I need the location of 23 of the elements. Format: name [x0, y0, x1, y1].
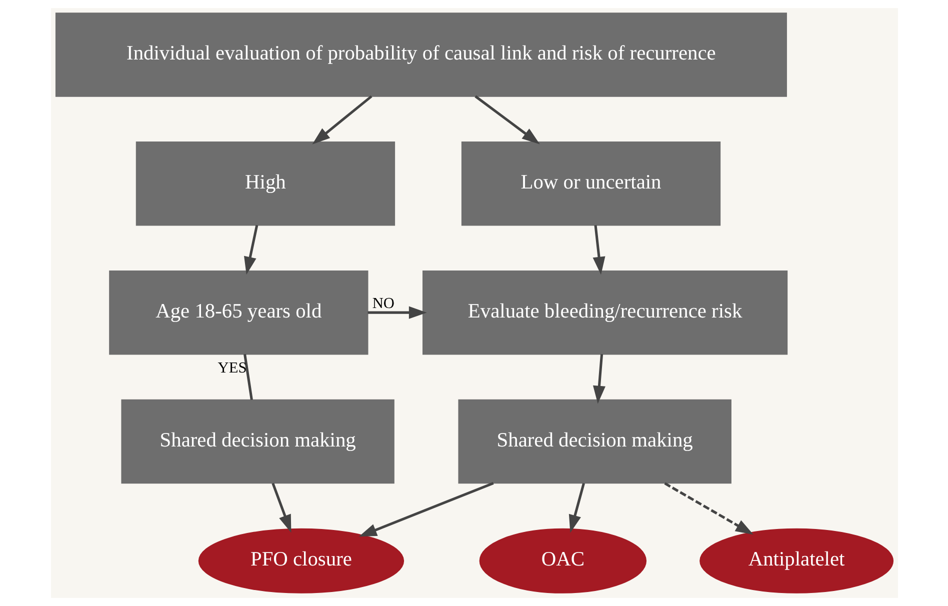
node-box: Shared decision making [120, 399, 394, 484]
node-box: Individual evaluation of probability of causal link and risk of recurrence [54, 12, 786, 97]
arrow [312, 95, 372, 144]
node-ellipse: Antiplatelet [699, 528, 894, 594]
edge-label: NO [372, 295, 394, 312]
arrow [592, 225, 605, 275]
connector [243, 354, 252, 400]
arrow [271, 482, 291, 533]
arrow [474, 95, 540, 144]
arrow [592, 354, 605, 404]
node-ellipse: OAC [478, 528, 646, 594]
node-box: High [135, 142, 395, 226]
arrow [244, 224, 258, 275]
arrow [664, 482, 753, 535]
node-box: Low or uncertain [460, 142, 720, 226]
arrow [367, 306, 426, 319]
node-box: Age 18-65 years old [108, 270, 368, 355]
node-box: Evaluate bleeding/recurrence risk [422, 270, 788, 355]
arrow [568, 482, 584, 533]
arrow [358, 482, 494, 537]
node-ellipse: PFO closure [198, 528, 404, 594]
edge-label: YES [217, 360, 246, 377]
node-box: Shared decision making [458, 399, 731, 484]
